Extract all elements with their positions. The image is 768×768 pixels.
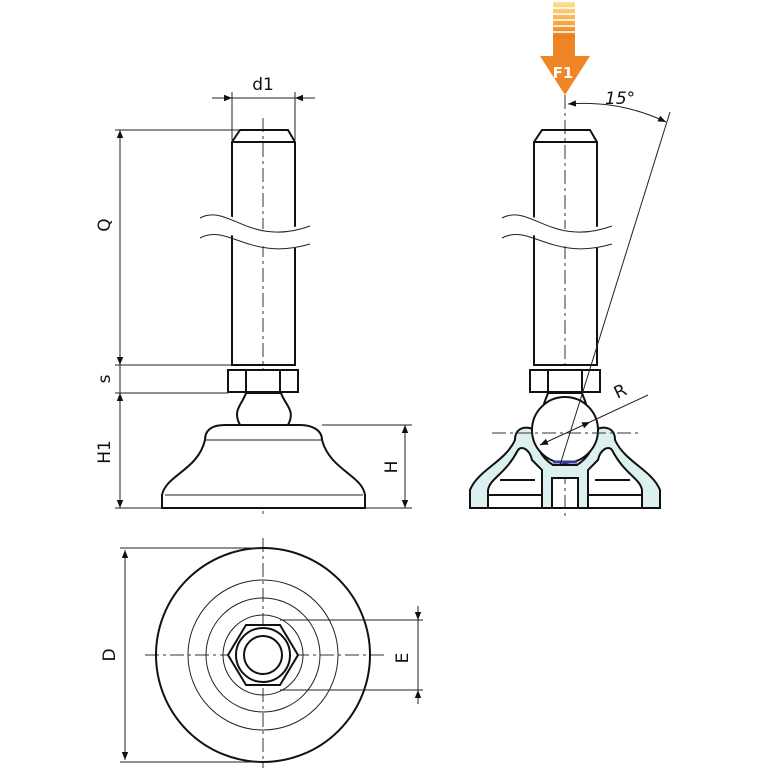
- d1-label: d1: [252, 75, 274, 95]
- hex-nut: [529, 369, 601, 393]
- stud: [231, 129, 296, 366]
- force-label: F1: [553, 64, 574, 82]
- break-line: [501, 214, 613, 250]
- side-view: d1 Q s H1 H: [95, 75, 412, 515]
- r-dimension: [539, 421, 591, 446]
- angle-dimension: [567, 100, 667, 123]
- force-arrow-icon: F1: [540, 2, 590, 95]
- hex-nut-top: [226, 624, 300, 686]
- section-view: R 15° F1: [469, 2, 671, 520]
- hex-nut: [227, 369, 299, 393]
- break-line: [199, 214, 311, 250]
- h1-label: H1: [95, 440, 115, 464]
- d-label: D: [100, 648, 120, 661]
- q-label: Q: [95, 218, 115, 231]
- plan-view: D E: [100, 538, 423, 768]
- h-label: H: [382, 461, 402, 474]
- stud-top: [243, 635, 283, 675]
- base: [161, 424, 366, 509]
- tilt-line: [559, 111, 671, 466]
- r-label: R: [611, 380, 630, 403]
- ball: [531, 396, 599, 464]
- s-label: s: [95, 374, 115, 383]
- e-label: E: [393, 653, 413, 664]
- base-section: [469, 426, 661, 509]
- stud: [533, 129, 598, 366]
- angle-label: 15°: [605, 89, 635, 109]
- ball-neck: [236, 392, 292, 426]
